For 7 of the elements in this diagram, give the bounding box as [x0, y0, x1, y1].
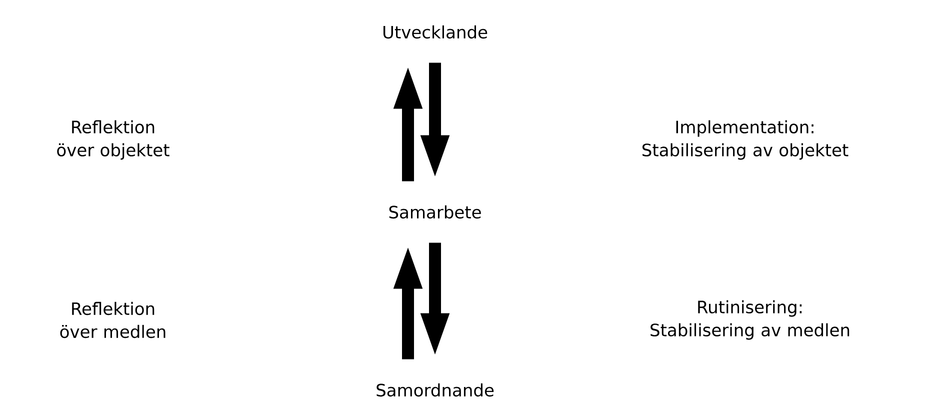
- side-label: Reflektion över medlen: [60, 302, 166, 338]
- side-label: Rutinisering: Stabilisering av medlen: [650, 300, 850, 340]
- stage-label: Utvecklande: [384, 25, 488, 39]
- side-label: Reflektion över objektet: [57, 120, 170, 160]
- stage-label: Samarbete: [389, 205, 481, 219]
- side-label: Implementation: Stabilisering av objektet: [642, 120, 848, 160]
- stage-label: Samordnande: [376, 383, 494, 397]
